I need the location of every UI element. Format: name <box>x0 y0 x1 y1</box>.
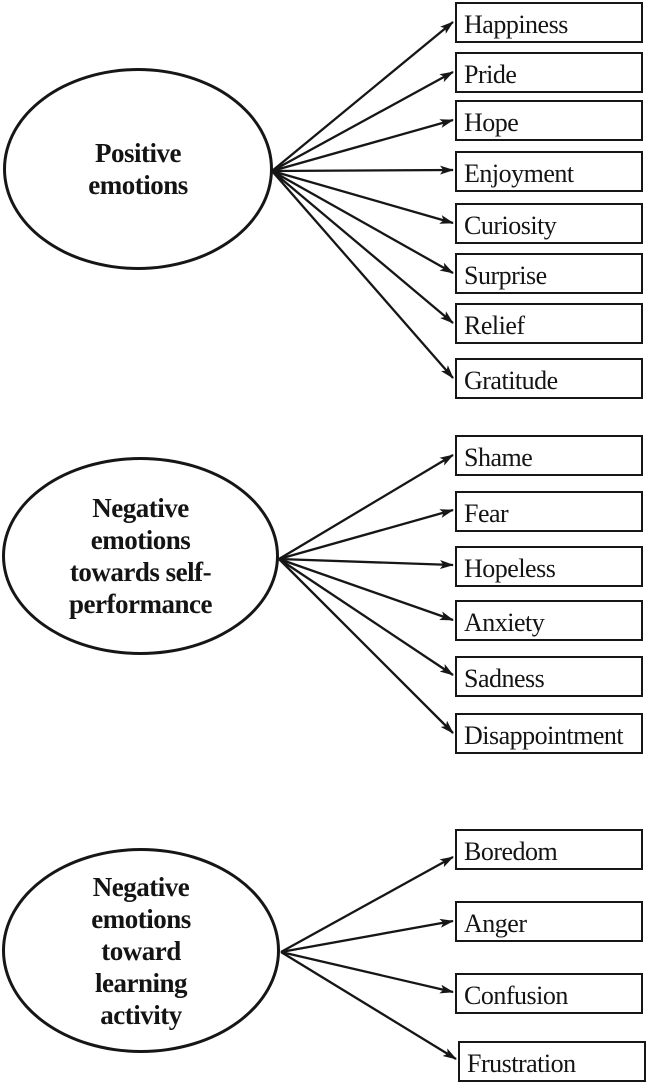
indicator-box-anxiety: Anxiety <box>455 600 643 641</box>
indicator-box-frustration: Frustration <box>458 1041 646 1082</box>
indicator-label: Sadness <box>464 664 545 693</box>
factor-label-line: towards self- <box>69 557 212 587</box>
indicator-label: Frustration <box>467 1049 576 1078</box>
indicator-label: Disappointment <box>464 721 624 750</box>
arrow-positive-happiness <box>271 21 454 172</box>
arrow-negself-fear <box>278 508 454 561</box>
indicator-label: Hopeless <box>464 554 556 583</box>
arrow-negself-sadness <box>278 558 454 676</box>
arrow-positive-enjoyment <box>271 165 454 175</box>
indicator-box-enjoyment: Enjoyment <box>455 151 643 192</box>
factor-label-line: Positive <box>95 138 181 168</box>
arrow-negself-anxiety <box>278 557 454 622</box>
indicator-box-confusion: Confusion <box>455 973 643 1014</box>
indicator-box-fear: Fear <box>455 491 643 532</box>
indicator-label: Surprise <box>464 261 547 290</box>
arrow-negself-shame <box>278 454 454 560</box>
indicator-label: Shame <box>464 443 533 472</box>
indicator-label: Gratitude <box>464 366 558 395</box>
factor-label-line: activity <box>100 999 182 1030</box>
indicator-box-hopeless: Hopeless <box>455 546 643 587</box>
indicator-label: Anger <box>464 909 527 938</box>
factor-label-line: Negative <box>92 871 190 902</box>
indicator-label: Pride <box>464 60 517 89</box>
factor-label: Negative emotions towards self- performa… <box>69 492 212 620</box>
factor-label-line: learning <box>94 967 188 998</box>
factor-ellipse-negative-emotions-learning-activity: Negative emotions toward learning activi… <box>2 848 280 1053</box>
arrow-neglearn-confusion <box>280 950 454 994</box>
indicator-box-relief: Relief <box>455 303 643 344</box>
arrow-positive-gratitude <box>271 170 454 379</box>
arrow-neglearn-boredom <box>280 855 454 954</box>
factor-ellipse-positive-emotions: Positive emotions <box>3 68 273 270</box>
indicator-label: Hope <box>464 108 519 137</box>
factor-label: Positive emotions <box>88 137 188 201</box>
factor-label-line: toward <box>101 935 181 966</box>
indicator-label: Enjoyment <box>464 159 574 188</box>
indicator-box-shame: Shame <box>455 435 643 476</box>
factor-label-line: emotions <box>88 170 188 200</box>
indicator-box-curiosity: Curiosity <box>455 203 643 244</box>
indicator-label: Boredom <box>464 837 558 866</box>
indicator-box-sadness: Sadness <box>455 656 643 697</box>
indicator-box-boredom: Boredom <box>455 829 643 870</box>
arrow-negself-disappointment <box>278 558 454 734</box>
arrow-neglearn-anger <box>280 918 454 954</box>
arrow-neglearn-frustration <box>280 951 457 1060</box>
indicator-box-anger: Anger <box>455 901 643 942</box>
factor-label-line: emotions <box>90 525 191 555</box>
indicator-box-happiness: Happiness <box>455 2 643 43</box>
indicator-box-disappointment: Disappointment <box>455 713 643 754</box>
indicator-box-gratitude: Gratitude <box>455 358 643 399</box>
indicator-label: Relief <box>464 311 525 340</box>
indicator-box-surprise: Surprise <box>455 253 643 294</box>
factor-label-line: emotions <box>91 903 191 934</box>
indicator-box-hope: Hope <box>455 100 643 141</box>
indicator-label: Happiness <box>464 10 568 39</box>
arrow-positive-surprise <box>271 169 454 275</box>
arrow-positive-pride <box>271 70 454 173</box>
indicator-label: Curiosity <box>464 211 557 240</box>
factor-label: Negative emotions toward learning activi… <box>91 871 191 1031</box>
arrow-positive-relief <box>271 170 454 324</box>
arrow-negself-hopeless <box>278 557 454 570</box>
indicator-label: Fear <box>464 499 509 528</box>
arrow-positive-curiosity <box>271 169 454 225</box>
factor-label-line: Negative <box>92 493 189 523</box>
indicator-label: Confusion <box>464 981 568 1010</box>
factor-label-line: performance <box>69 589 212 619</box>
indicator-label: Anxiety <box>464 608 545 637</box>
arrow-positive-hope <box>271 118 454 173</box>
factor-ellipse-negative-emotions-self-performance: Negative emotions towards self- performa… <box>2 457 279 655</box>
indicator-box-pride: Pride <box>455 52 643 93</box>
